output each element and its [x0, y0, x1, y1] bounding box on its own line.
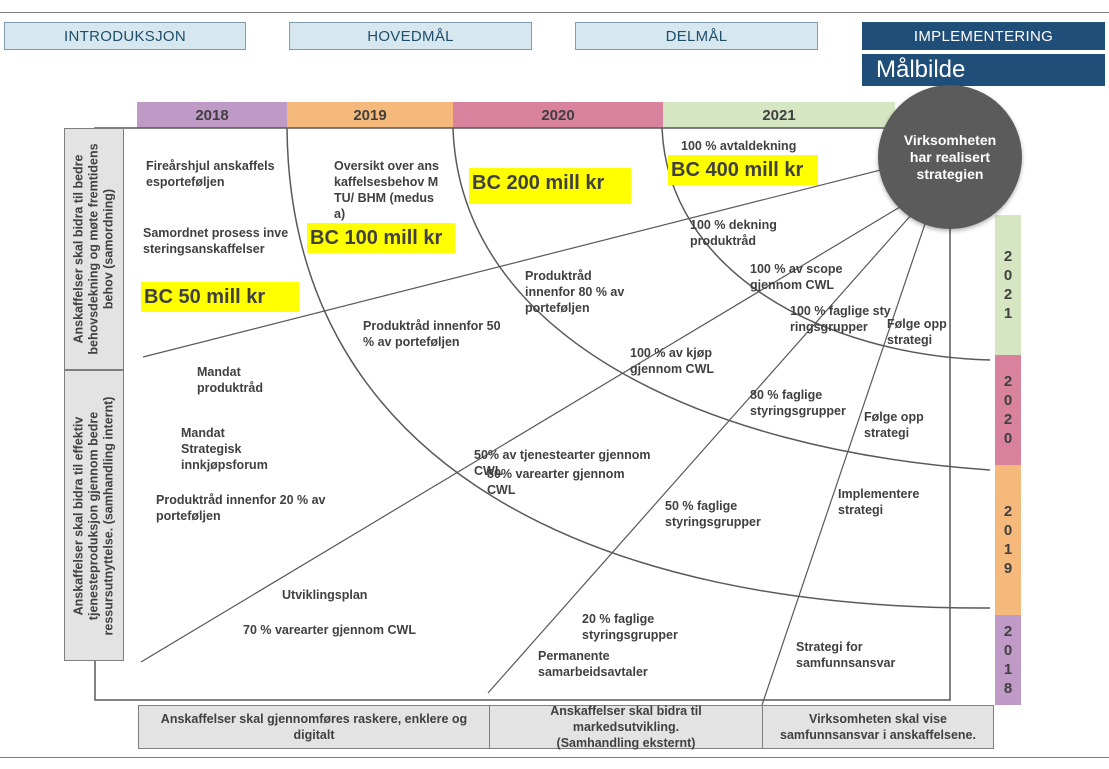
label-varer-80: 80% varearter gjennom CWL	[487, 467, 625, 497]
label-faglige-50: 50 % faglige styringsgrupper	[665, 499, 761, 529]
ray-4	[761, 214, 929, 706]
page-title: Målbilde	[862, 54, 1105, 86]
label-strategi-samfunn: Strategi for samfunnsansvar	[796, 640, 896, 670]
tab-introduksjon[interactable]: INTRODUKSJON	[4, 22, 246, 50]
bc-50-label: BC 50 mill kr	[141, 282, 299, 312]
year-side-2021: 2 0 2 1	[995, 215, 1021, 355]
bc-400-label: BC 400 mill kr	[668, 155, 818, 185]
label-folge-opp-2020: Følge opp strategi	[864, 410, 924, 440]
year-header-2021: 2021	[663, 102, 895, 128]
bottom-box-samfunnsansvar: Virksomheten skal vise samfunnsansvar i …	[762, 705, 994, 749]
year-header-2020: 2020	[453, 102, 663, 128]
year-side-2019: 2 0 1 9	[995, 465, 1021, 615]
bottom-box-digital: Anskaffelser skal gjennomføres raskere, …	[138, 705, 490, 749]
label-oversikt: Oversikt over anskaffelsesbehov MTU/ BHM…	[334, 159, 439, 221]
label-tjenester-50: 50% av tjenestearter gjennom CWL	[474, 448, 651, 478]
label-kjop-cwl: 100 % av kjøp gjennom CWL	[630, 346, 715, 376]
label-faglige-20: 20 % faglige styringsgrupper	[582, 612, 678, 642]
year-header-2018: 2018	[137, 102, 287, 128]
year-side-2018: 2 0 1 8	[995, 615, 1021, 705]
label-mandat-forum: Mandat Strategisk innkjøpsforum	[181, 426, 268, 472]
year-header-2019: 2019	[287, 102, 453, 128]
label-produktrad-80: Produktråd innenfor 80 % av porteføljen	[525, 269, 625, 315]
side-label-samhandling-internt: Anskaffelser skal bidra til effektiv tje…	[64, 370, 124, 661]
label-produktrad-20: Produktråd innenfor 20 % av porteføljen	[156, 493, 326, 523]
arc-2019	[286, 127, 991, 609]
label-implementere: Implementere strategi	[838, 487, 920, 517]
goal-circle: Virksomheten har realisert strategien	[878, 85, 1022, 229]
tab-implementering[interactable]: IMPLEMENTERING	[862, 22, 1105, 50]
label-varer-70: 70 % varearter gjennom CWL	[243, 623, 416, 637]
top-divider	[0, 12, 1109, 13]
bottom-divider	[0, 757, 1109, 758]
label-samordnet-prosess: Samordnet prosess investeringsanskaffels…	[143, 226, 289, 256]
label-produktrad-50: Produktråd innenfor 50 % av porteføljen	[363, 319, 501, 349]
label-firearshjul: Fireårshjul anskaffelsesporteføljen	[146, 159, 275, 189]
tab-hovedmal[interactable]: HOVEDMÅL	[289, 22, 532, 50]
label-avtaldekning: 100 % avtaldekning	[681, 139, 797, 153]
arc-2020	[452, 127, 991, 471]
ray-1	[142, 159, 921, 358]
label-utviklingsplan: Utviklingsplan	[282, 588, 368, 602]
bottom-box-markedsutvikling: Anskaffelser skal bidra til markedsutvik…	[489, 704, 763, 750]
year-side-2020: 2 0 2 0	[995, 355, 1021, 465]
label-scope-cwl: 100 % av scope gjennom CWL	[750, 262, 843, 292]
bc-200-label: BC 200 mill kr	[469, 168, 631, 204]
ray-3	[487, 204, 921, 694]
ray-2	[140, 194, 921, 663]
label-permanente: Permanente samarbeidsavtaler	[538, 649, 648, 679]
label-folge-opp-2021: Følge opp strategi	[887, 317, 947, 347]
bc-100-label: BC 100 mill kr	[307, 223, 455, 253]
tab-delmal[interactable]: DELMÅL	[575, 22, 818, 50]
label-faglige-100: 100 % faglige styringsgrupper	[790, 304, 891, 334]
side-label-samordning: Anskaffelser skal bidra til bedre behovs…	[64, 128, 124, 370]
label-mandat-produktrad: Mandat produktråd	[197, 365, 263, 395]
label-faglige-80: 80 % faglige styringsgrupper	[750, 388, 846, 418]
label-dekning-produktrad: 100 % dekning produktråd	[690, 218, 777, 248]
